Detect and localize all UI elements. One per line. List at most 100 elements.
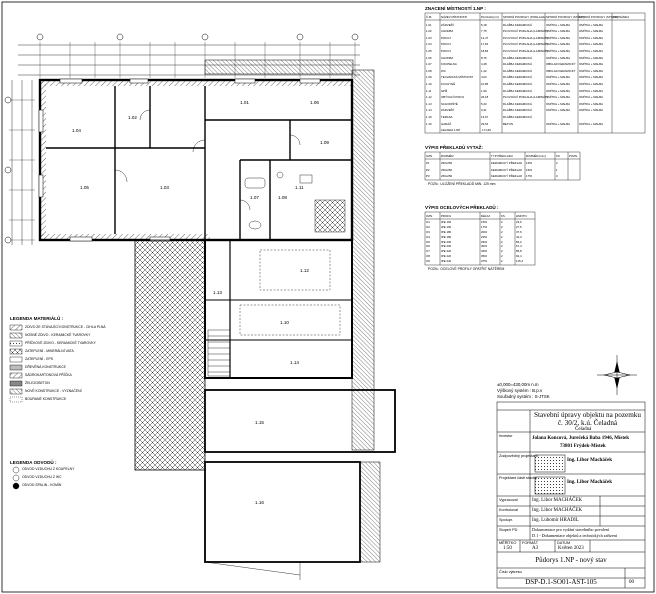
table-cell: OMÍTKA + MALBA — [579, 42, 604, 47]
table-cell: 3,31 — [481, 108, 487, 113]
table-cell: IPE 180 — [441, 234, 452, 239]
table-cell: O3 — [426, 229, 430, 234]
drains-legend-item: ODVOD VZDUCHU Z KOUPELNY — [22, 467, 75, 471]
legend-item: BOURANÉ KONSTRUKCE — [25, 397, 67, 401]
vypracoval-label: Vypracoval — [499, 498, 518, 502]
table-header: ROZMĚR — [441, 154, 454, 158]
room-label: 1.02 — [128, 115, 137, 120]
table-cell: 1.01 — [426, 22, 432, 27]
table-cell: CHODBA — [441, 55, 454, 60]
table-cell: POKOJ — [441, 49, 451, 53]
table-cell: 5,43 — [481, 101, 487, 106]
title-block-frame — [496, 401, 646, 589]
table-cell: SPÍŽ — [441, 88, 448, 93]
room-label: 1.03 — [160, 185, 169, 190]
vypracoval-value: Ing. Libor MACHÁČEK — [532, 498, 583, 503]
table-cell: SCHODIŠTĚ — [441, 101, 458, 106]
drains-legend-item: ODVOD SPALIN - KOMÍN — [22, 483, 62, 487]
table-cell: 1250 — [526, 161, 533, 166]
table-cell: OMÍTKA + MALBA — [546, 108, 571, 113]
table-cell: 8,75 — [481, 55, 487, 60]
table-cell: 115,4 — [516, 259, 524, 264]
grid-axis-markers — [4, 33, 359, 244]
table-cell: 3000 — [481, 244, 488, 249]
dimension-lines — [9, 42, 360, 245]
table-cell: TECHNICKÁ MÍSTNOST — [441, 75, 474, 80]
table-cell: 2250 — [481, 234, 488, 239]
table-cell: 2 — [501, 229, 503, 234]
client-name: Jolana Koncová, Jurečeká Baba 1946, Míst… — [532, 436, 629, 441]
part-value: D.1 - Dokumentace objektů a technických … — [532, 533, 617, 538]
table-cell: O6 — [426, 244, 430, 249]
table-cell: 2 — [501, 259, 503, 264]
sheet-number-label: Číslo výkresu — [499, 570, 522, 574]
table-cell: 2 — [501, 219, 503, 224]
table-header: PLOCHA [m²] — [481, 15, 499, 19]
table-cell: KERAMICKÝ PŘEKLAD — [491, 161, 523, 166]
project-title-line2: č. 30/2, k.ú. Čeladná — [557, 419, 618, 427]
table-cell: DLAŽBA KERAMICKÁ — [503, 22, 532, 27]
table-cell: 1.03 — [426, 35, 432, 40]
table-cell: 26,18 — [481, 95, 489, 100]
table-cell: 1.08 — [426, 68, 432, 73]
table-cell: 17,81 — [481, 42, 489, 47]
table-cell: ZÁDVEŘÍ — [441, 108, 454, 113]
table-cell: OMÍTKA + MALBA — [579, 68, 604, 73]
scale-label: MĚŘÍTKO — [499, 541, 517, 545]
table-cell: 1,99 — [481, 88, 487, 93]
table-cell: OMÍTKA + MALBA — [546, 29, 571, 34]
author-label: Projektant části stavby — [499, 476, 537, 480]
table-cell: 1.16 — [426, 121, 432, 126]
table-cell: 3 — [556, 173, 558, 178]
table-cell: IPE 220 — [441, 254, 452, 259]
table-cell: DLAŽBA KERAMICKÁ — [503, 62, 532, 67]
table-cell: 56,2 — [516, 239, 522, 244]
table-cell: DLAŽBA KERAMICKÁ — [503, 55, 532, 60]
table-cell: OBKLAD KERAMICKÝ — [546, 68, 576, 73]
table-cell: OMÍTKA + MALBA — [546, 22, 571, 27]
table-cell: OMÍTKA + MALBA — [546, 82, 571, 86]
table-cell: 4,48 — [481, 62, 487, 67]
table-cell: O4 — [426, 234, 430, 239]
table-cell: OMÍTKA + MALBA — [579, 55, 604, 60]
room-label: 1.07 — [250, 195, 259, 200]
table-cell: 1.13 — [426, 101, 432, 106]
table-cell: OMÍTKA + MALBA — [546, 35, 571, 40]
table-cell: KUCHYNĚ — [441, 82, 456, 86]
legend-item: ZATEPLENÍ - EPS — [25, 357, 54, 361]
table-cell: DLAŽBA KERAMICKÁ — [503, 115, 532, 119]
table-cell: O2 — [426, 224, 430, 229]
table-cell: 13,67 — [481, 115, 489, 119]
table-header: OZN. — [426, 154, 433, 158]
table-cell: 29,52 — [481, 121, 489, 126]
table-cell: DLAŽBA KERAMICKÁ — [503, 108, 532, 113]
table-cell: OMÍTKA + MALBA — [579, 75, 604, 80]
legend-item: NOVÉ KONSTRUKCE - VYZNAČENÍ — [25, 389, 82, 393]
table-cell: 2 — [501, 249, 503, 254]
stage-value: Dokumentace pro vydání stavebního povole… — [532, 527, 610, 532]
legend-item: ŽELEZOBETON — [25, 381, 50, 385]
room-label: 1.06 — [310, 100, 319, 105]
table-cell: GARÁŽ — [441, 121, 451, 126]
table-cell: OMÍTKA + MALBA — [579, 82, 604, 86]
coords-line: Výškový systém : B.p.v — [497, 388, 543, 393]
table-cell: PLOVOUCÍ PODLAHA (LAMINÁT) — [503, 49, 548, 53]
scale-value: 1:50 — [503, 546, 512, 551]
legend-item: PŘÍČKOVÉ ZDIVO - KERAMICKÉ TVAROVKY — [25, 341, 96, 345]
coords-line: ±0,000=430,00m n.m — [497, 382, 539, 387]
table-header: NÁZEV MÍSTNOSTI — [441, 15, 468, 19]
table-cell: 1750 — [481, 224, 488, 229]
table-cell: OMÍTKA + MALBA — [546, 49, 571, 53]
table-cell: PLOVOUCÍ PODLAHA (LAMINÁT) — [503, 95, 548, 100]
table-cell: IPE 180 — [441, 229, 452, 234]
table-cell: O1 — [426, 219, 430, 224]
table-cell: 10,86 — [481, 82, 489, 86]
table-cell: 67,4 — [516, 244, 522, 249]
table-cell: BETON — [503, 121, 513, 126]
table-cell: PLOVOUCÍ PODLAHA (LAMINÁT) — [503, 42, 548, 47]
table-cell: 1.12 — [426, 95, 432, 100]
table-cell: 1.15 — [426, 115, 432, 119]
table-cell: 1500 — [526, 167, 533, 172]
designer-name: Ing. Libor Macháček — [567, 458, 613, 463]
